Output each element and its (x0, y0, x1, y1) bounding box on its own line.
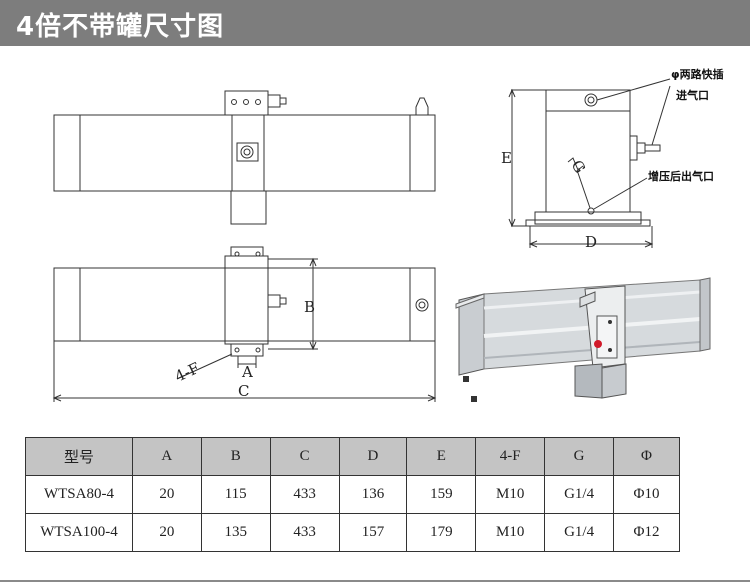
header-cell: E (406, 437, 477, 476)
dim-label-a: A (241, 363, 253, 381)
table-header-row: 型号 A B C D E 4-F G Φ (25, 437, 680, 476)
table-cell: 20 (131, 475, 202, 514)
side-view (508, 78, 671, 248)
table-cell: 157 (338, 513, 408, 552)
table-cell: M10 (475, 513, 546, 552)
header-cell: 型号 (25, 437, 133, 476)
page-title: 4倍不带罐尺寸图 (16, 12, 225, 42)
header-cell: C (269, 437, 340, 476)
header-cell: G (544, 437, 615, 476)
callout-fast-plug: φ两路快插 (671, 67, 724, 81)
table-cell: 136 (338, 475, 408, 514)
dim-label-4f: 4-F (172, 359, 202, 386)
callout-inlet: 进气口 (676, 88, 709, 102)
table-row: WTSA100-4 20 135 433 157 179 M10 G1/4 Φ1… (25, 513, 680, 552)
header-cell: D (338, 437, 408, 476)
table-cell: 20 (131, 513, 202, 552)
callout-outlet: 增压后出气口 (648, 169, 714, 183)
title-bar: 4倍不带罐尺寸图 (0, 0, 750, 46)
table-cell: 115 (200, 475, 271, 514)
dim-label-e: E (501, 149, 512, 167)
table-cell: WTSA80-4 (25, 475, 133, 514)
table-cell: 179 (406, 513, 477, 552)
table-cell: WTSA100-4 (25, 513, 133, 552)
table-cell: M10 (475, 475, 546, 514)
table-cell: 433 (269, 475, 340, 514)
header-cell: 4-F (475, 437, 546, 476)
table-cell: Φ10 (613, 475, 680, 514)
dimension-drawing: B A C 4-F E D G φ两路快插 进气口 增压后出气口 (52, 67, 724, 402)
table-cell: G1/4 (544, 475, 615, 514)
table-cell: 159 (406, 475, 477, 514)
dim-label-b: B (304, 298, 315, 316)
table-cell: Φ12 (613, 513, 680, 552)
table-cell: G1/4 (544, 513, 615, 552)
header-cell: Φ (613, 437, 680, 476)
header-cell: A (131, 437, 202, 476)
bottom-divider (0, 580, 750, 582)
table-cell: 433 (269, 513, 340, 552)
table-row: WTSA80-4 20 115 433 136 159 M10 G1/4 Φ10 (25, 475, 680, 514)
dim-label-c: C (238, 382, 249, 400)
top-view (52, 246, 437, 402)
table-cell: 135 (200, 513, 271, 552)
header-cell: B (200, 437, 271, 476)
product-image (455, 277, 711, 402)
dim-label-d: D (585, 233, 597, 251)
spec-table: 型号 A B C D E 4-F G Φ WTSA80-4 20 115 433… (25, 437, 680, 552)
front-view (53, 90, 436, 225)
